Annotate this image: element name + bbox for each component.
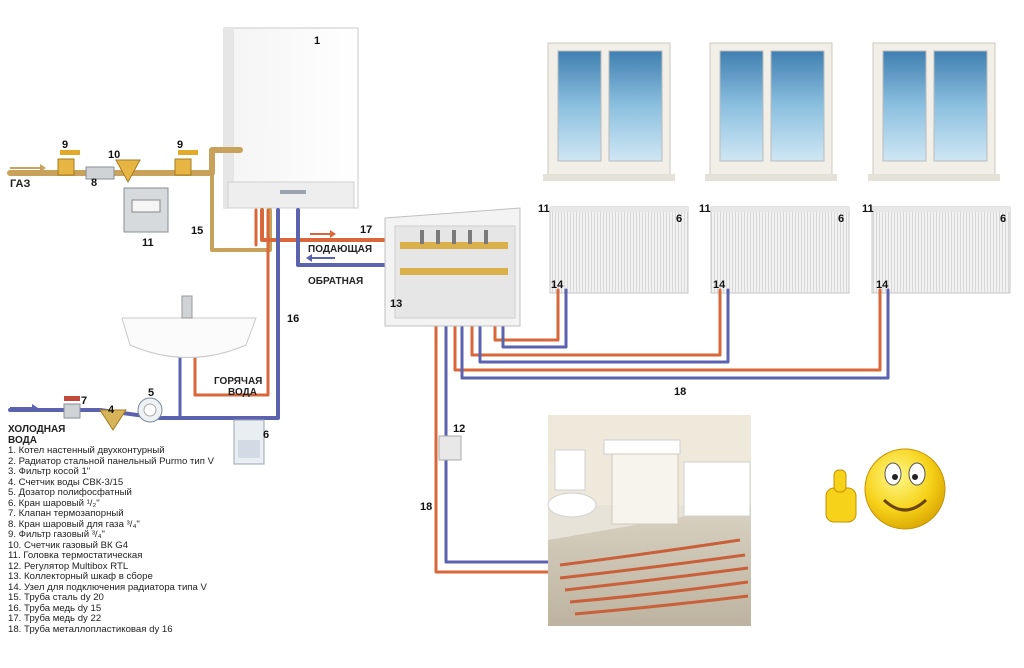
thumbs-up-smiley-icon [825, 448, 946, 530]
window-2 [705, 42, 837, 181]
boiler [223, 27, 359, 209]
callout-rad3: 6 [1000, 213, 1006, 225]
flow-arrows [10, 164, 336, 412]
radiator-3 [871, 206, 1011, 294]
legend-item: 15. Труба сталь dy 20 [8, 592, 104, 603]
callout-rad2-node: 14 [713, 279, 726, 291]
window-3 [868, 42, 1000, 181]
cold-water-valve [63, 396, 81, 419]
callout-gas-meter: 11 [142, 237, 154, 249]
callout-gas-thermo-valve: 8 [91, 177, 97, 189]
gas-thermo-valve [115, 159, 141, 184]
callout-loop-pipe: 18 [674, 386, 686, 398]
callout-copper-pipe-15: 16 [287, 313, 299, 325]
callout-cold-valve: 7 [81, 395, 87, 407]
gas-ball-valve-2 [174, 150, 198, 176]
callout-water-meter: 5 [148, 387, 154, 399]
bathroom-underfloor-heating [547, 415, 751, 626]
return-label: ОБРАТНАЯ [308, 276, 363, 287]
callout-rad2-head: 11 [699, 203, 711, 215]
callout-steel-pipe: 15 [191, 225, 203, 237]
callout-gas-valve-b: 9 [177, 139, 183, 151]
window-1 [543, 42, 675, 181]
legend-item: 16. Труба медь dy 15 [8, 602, 102, 614]
callout-floor-pipe: 18 [420, 501, 432, 513]
callout-collector-cabinet: 13 [390, 298, 402, 310]
legend-item: 7. Клапан термозапорный [8, 508, 124, 519]
supply-label: ПОДАЮЩАЯ [308, 244, 372, 255]
legend-item: 17. Труба медь dy 22 [8, 613, 102, 624]
callout-rad3-node: 14 [876, 279, 889, 291]
callout-rad1: 6 [676, 213, 682, 225]
callout-gas-valve-a: 9 [62, 139, 68, 151]
callout-filter: 4 [108, 404, 115, 416]
pipes [7, 147, 890, 574]
legend-item: 3. Фильтр косой 1" [8, 466, 91, 477]
dosing-filter [233, 419, 265, 465]
radiator-1 [549, 206, 689, 294]
callout-rad1-head: 11 [538, 203, 550, 215]
labels: ГАЗ ПОДАЮЩАЯ ОБРАТНАЯ ГОРЯЧАЯ ВОДА ХОЛОД… [8, 178, 372, 446]
legend-item: 14. Узел для подключения радиатора типа … [8, 581, 207, 593]
cold-water-label-1: ХОЛОДНАЯ [8, 424, 65, 435]
legend-item: 13. Коллекторный шкаф в сборе [8, 571, 153, 582]
legend-item: 5. Дозатор полифосфатный [8, 487, 132, 498]
legend-item: 1. Котел настенный двухконтурный [8, 445, 165, 456]
legend-item: 8. Кран шаровый для газа ³/₄" [8, 518, 140, 530]
collector-cabinet [384, 207, 521, 327]
callout-rad3-head: 11 [862, 203, 874, 215]
legend-item: 10. Счетчик газовый ВК G4 [8, 539, 129, 551]
number-callouts: 1 9 9 10 8 11 15 17 16 13 11 6 14 11 6 1… [62, 35, 1006, 513]
gas-label: ГАЗ [10, 178, 30, 190]
hot-water-label-2: ВОДА [228, 387, 257, 398]
callout-rad1-node: 14 [551, 279, 564, 291]
legend-item: 18. Труба металлопластиковая dy 16 [8, 623, 173, 635]
callout-dosing: 6 [263, 429, 269, 441]
legend-item: 11. Головка термостатическая [8, 550, 143, 561]
callout-gas-filter: 10 [108, 149, 120, 161]
hot-water-label-1: ГОРЯЧАЯ [214, 376, 262, 387]
water-filter [99, 409, 127, 431]
radiator-2 [710, 206, 850, 294]
callout-rad2: 6 [838, 213, 844, 225]
gas-meter [123, 187, 169, 233]
callout-boiler: 1 [314, 35, 320, 47]
legend-item: 9. Фильтр газовый ³/₄" [8, 529, 105, 540]
cold-water-label-2: ВОДА [8, 435, 37, 446]
callout-multibox: 12 [453, 423, 465, 435]
wash-sink [121, 295, 257, 358]
legend-item: 2. Радиатор стальной панельный Purmo тип… [8, 455, 215, 467]
callout-copper-pipe-22: 17 [360, 224, 372, 236]
legend-item: 6. Кран шаровый ¹/₂" [8, 497, 100, 509]
legend-item: 12. Регулятор Multibox RTL [8, 560, 129, 572]
gas-ball-valve-1 [57, 150, 80, 176]
water-meter [137, 397, 163, 423]
gas-filter [85, 166, 115, 180]
multibox-regulator [438, 435, 462, 461]
legend-item: 4. Счетчик воды СВК-3/15 [8, 476, 124, 488]
